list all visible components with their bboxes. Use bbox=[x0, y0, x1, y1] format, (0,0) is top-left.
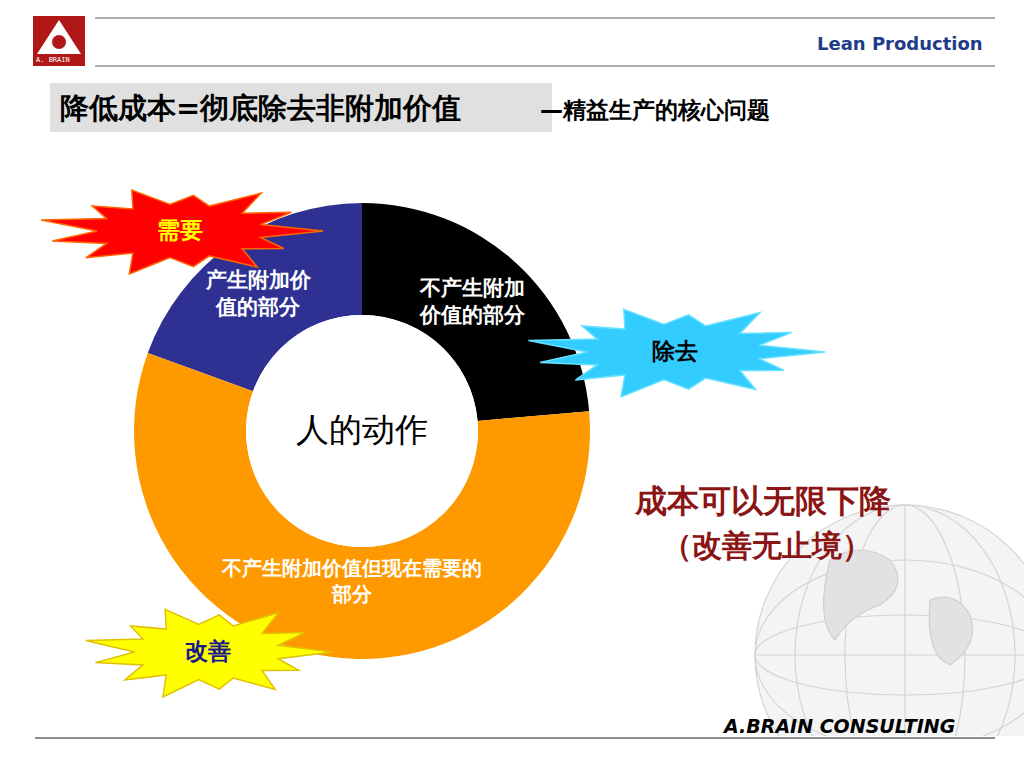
node-text: 人的动作 bbox=[296, 409, 428, 452]
footer-rule bbox=[35, 737, 995, 739]
starburst-callout: 改善 bbox=[80, 602, 335, 702]
title-band bbox=[50, 83, 552, 132]
node-text: 改善 bbox=[185, 637, 231, 667]
node-text: 需要 bbox=[157, 216, 203, 246]
subtitle: —精益生产的核心问题 bbox=[540, 95, 770, 126]
logo-text: A. BRAIN bbox=[36, 56, 70, 64]
donut-chart bbox=[134, 203, 590, 659]
footer-brand: A.BRAIN CONSULTING bbox=[724, 715, 955, 737]
starburst-outline bbox=[86, 609, 333, 697]
header-rule bbox=[95, 17, 995, 19]
donut-segment-label: 不产生附加价值的部分 bbox=[410, 270, 534, 334]
node-text: 除去 bbox=[652, 337, 698, 367]
slide-title: 降低成本=彻底除去非附加价值 bbox=[60, 89, 461, 129]
starburst-outline bbox=[528, 309, 825, 397]
node-text: 不产生附加价值的部分 bbox=[410, 275, 534, 330]
center-label: 人的动作 bbox=[262, 400, 462, 460]
node-text: 不产生附加价值但现在需要的部分 bbox=[220, 555, 484, 607]
starburst-callout: 需要 bbox=[35, 183, 325, 279]
note-text: 成本可以无限下降 bbox=[635, 480, 891, 524]
donut-hole bbox=[246, 315, 478, 547]
header-text: Lean Production bbox=[817, 33, 983, 54]
node-text: 产生附加价值的部分 bbox=[196, 267, 320, 322]
donut-segment-label: 不产生附加价值但现在需要的部分 bbox=[220, 546, 484, 616]
logo bbox=[33, 16, 85, 66]
starburst-callout: 除去 bbox=[522, 302, 827, 402]
starburst-outline bbox=[41, 190, 323, 274]
note-text: （改善无止境） bbox=[662, 526, 872, 567]
header-rule bbox=[95, 65, 995, 67]
donut-segment-label: 产生附加价值的部分 bbox=[196, 262, 320, 326]
